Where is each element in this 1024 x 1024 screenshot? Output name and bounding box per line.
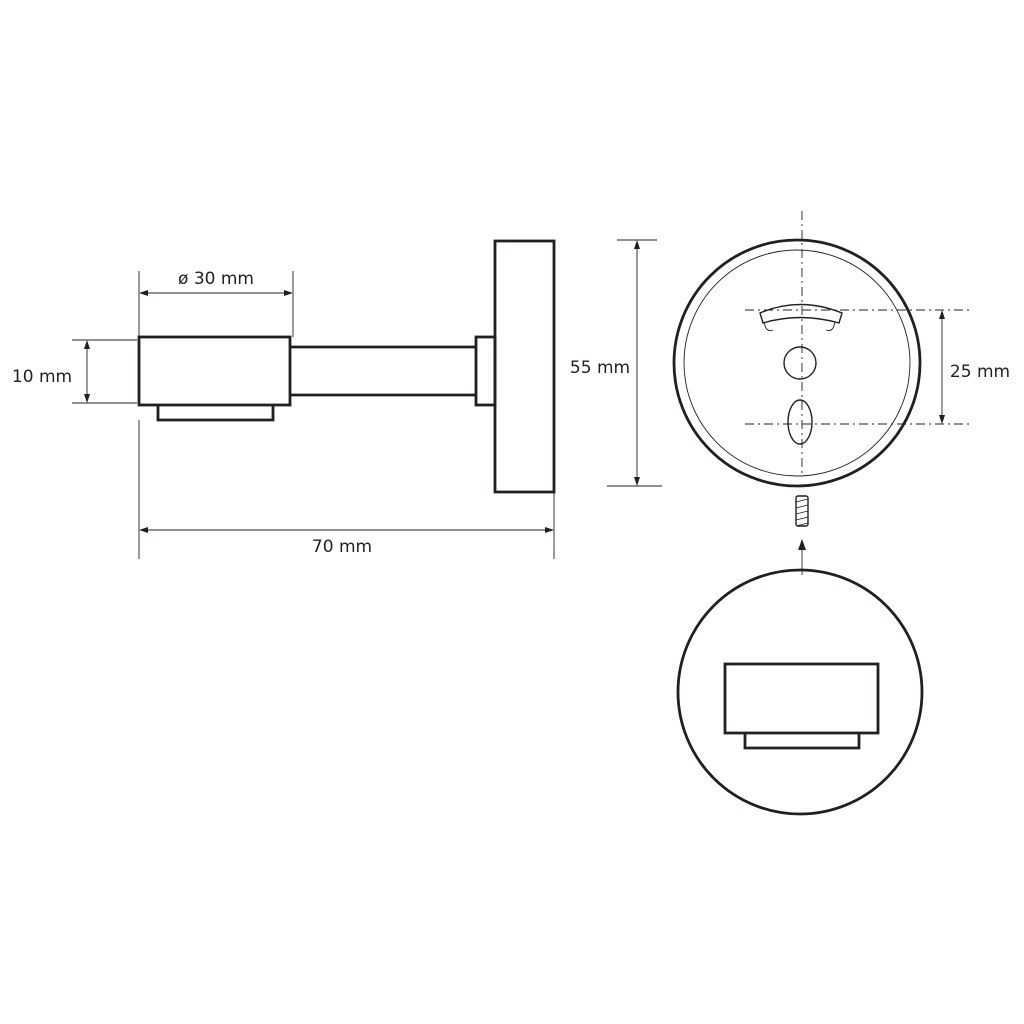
wall-plate-outer: [672, 238, 922, 488]
center-hole: [783, 346, 817, 380]
holder-end-circle: [676, 568, 924, 816]
dimension-hole-spacing: 25 mm: [939, 310, 1010, 424]
front-view: 55 mm 25 mm: [570, 211, 1010, 575]
holder-lip: [156, 405, 275, 422]
keyhole-slot: [787, 399, 813, 445]
wall-plate-side: [493, 239, 556, 494]
end-view-lip: [743, 733, 861, 750]
end-view-head: [723, 662, 880, 735]
dimension-plate-height: 55 mm: [570, 239, 662, 487]
side-view: ø 30 mm 10 mm 70 mm: [12, 239, 556, 559]
dimension-diameter-label: ø 30 mm: [178, 269, 254, 289]
dimension-total-length: 70 mm: [138, 420, 555, 559]
top-slot: [759, 303, 843, 324]
holder-head: [137, 335, 292, 407]
dimension-plate-height-label: 55 mm: [570, 358, 630, 378]
dimension-hole-spacing-label: 25 mm: [950, 362, 1010, 382]
dimension-total-length-label: 70 mm: [312, 537, 372, 557]
holder-collar: [474, 335, 497, 407]
screw-icon: [795, 495, 809, 527]
holder-rod: [290, 345, 476, 397]
dimension-height-small-label: 10 mm: [12, 367, 72, 387]
dimension-height-small: 10 mm: [12, 339, 137, 404]
dimension-diameter: ø 30 mm: [138, 269, 294, 337]
wall-plate-inner: [683, 249, 911, 477]
end-view: [676, 568, 924, 816]
